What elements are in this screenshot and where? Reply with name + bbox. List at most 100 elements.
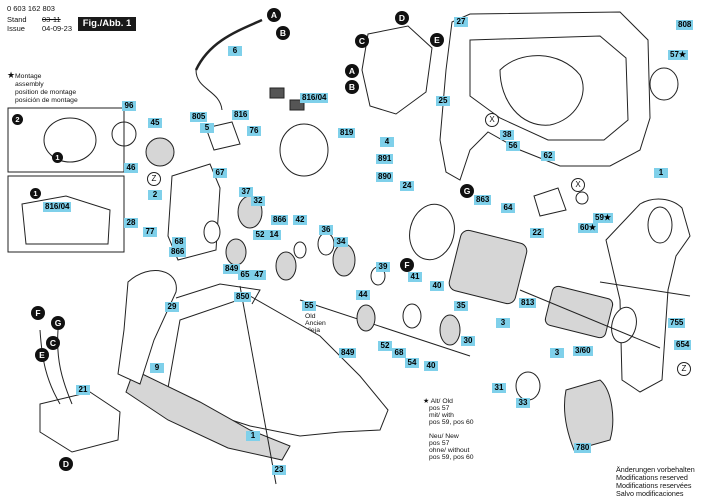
part-label: 77 bbox=[143, 227, 157, 237]
lead-wire-drawing bbox=[39, 329, 61, 405]
part-label: 21 bbox=[76, 385, 90, 395]
figure-label: Fig./Abb. 1 bbox=[78, 17, 136, 31]
alt-line: Old bbox=[305, 313, 316, 320]
part-label: 34 bbox=[334, 237, 348, 247]
part-label: 64 bbox=[501, 203, 515, 213]
chuck-ring-drawing bbox=[515, 371, 541, 401]
part-label: 1 bbox=[246, 431, 260, 441]
footer-line: Modifications reservées bbox=[616, 481, 692, 490]
housing-inner-drawing bbox=[469, 35, 629, 141]
part-label: 76 bbox=[247, 126, 261, 136]
part-label: 6 bbox=[228, 46, 242, 56]
clamp-drawing bbox=[533, 187, 567, 217]
part-label: 816 bbox=[232, 110, 250, 120]
part-label: 23 bbox=[272, 465, 286, 475]
part-label: 55 bbox=[302, 301, 316, 311]
montage-star: ★ bbox=[7, 70, 16, 80]
issue-date: 04-09-23 bbox=[42, 24, 73, 33]
part-label: 3 bbox=[550, 348, 564, 358]
alt-line: Vieja bbox=[305, 327, 320, 334]
part-label: 60★ bbox=[578, 223, 599, 233]
depth-rod-drawing bbox=[599, 281, 691, 297]
part-label: 890 bbox=[376, 172, 394, 182]
part-label: 59★ bbox=[593, 213, 614, 223]
part-label: 9 bbox=[150, 363, 164, 373]
part-label: 30 bbox=[461, 336, 475, 346]
part-label: 849 bbox=[223, 264, 241, 274]
connector-c: C bbox=[46, 336, 60, 350]
part-label: 28 bbox=[124, 218, 138, 228]
handle-grip-drawing bbox=[117, 270, 177, 385]
issue-label: Issue bbox=[7, 24, 25, 33]
part-label: 3/60 bbox=[573, 346, 593, 356]
legend-line: pos 59, pos 60 bbox=[429, 454, 474, 461]
connector-f: F bbox=[400, 258, 414, 272]
connector-a: A bbox=[345, 64, 359, 78]
legend-line: pos 57 bbox=[429, 440, 450, 447]
part-label: 813 bbox=[519, 298, 537, 308]
connector-c: C bbox=[355, 34, 369, 48]
part-label: 40 bbox=[424, 361, 438, 371]
cable-drawing bbox=[195, 69, 223, 111]
connector-e: E bbox=[35, 348, 49, 362]
part-label: 54 bbox=[405, 358, 419, 368]
stand-label: Stand bbox=[7, 15, 27, 24]
part-label: 808 bbox=[676, 20, 694, 30]
auxiliary-handle-drawing bbox=[605, 198, 691, 393]
part-label: 850 bbox=[234, 292, 252, 302]
part-label: 25 bbox=[436, 96, 450, 106]
montage-step-2: 2 bbox=[12, 114, 23, 125]
carbon-brush-drawing bbox=[289, 99, 305, 111]
connector-f: F bbox=[31, 306, 45, 320]
part-label: 654 bbox=[674, 340, 692, 350]
montage-line: assembly bbox=[15, 81, 44, 88]
part-label: 42 bbox=[293, 215, 307, 225]
part-label: 62 bbox=[541, 151, 555, 161]
brush-holder-drawing bbox=[409, 203, 455, 261]
connector-d: D bbox=[59, 457, 73, 471]
fan-guard-drawing bbox=[649, 67, 679, 101]
legend-line: pos 59, pos 60 bbox=[429, 419, 474, 426]
document-number: 0 603 162 803 bbox=[7, 4, 55, 13]
part-label: 29 bbox=[165, 302, 179, 312]
connector-d: D bbox=[395, 11, 409, 25]
connector-g: G bbox=[51, 316, 65, 330]
montage-line: posición de montage bbox=[15, 97, 78, 104]
cover-drawing bbox=[145, 137, 175, 167]
legend-line: ★ Alt/ Old bbox=[423, 398, 453, 405]
part-label: 816/04 bbox=[300, 93, 329, 103]
part-label: 755 bbox=[668, 318, 686, 328]
montage-inset-frame bbox=[7, 107, 125, 173]
connector-g: G bbox=[460, 184, 474, 198]
part-label: 22 bbox=[530, 228, 544, 238]
part-label: 44 bbox=[356, 290, 370, 300]
chuck-drawing bbox=[563, 379, 614, 451]
spindle-drawing bbox=[299, 299, 471, 357]
circlip-drawing bbox=[575, 191, 589, 205]
part-label: 52 bbox=[253, 230, 267, 240]
washer-drawing bbox=[293, 241, 307, 259]
part-label: 24 bbox=[400, 181, 414, 191]
handle-ring-drawing bbox=[647, 206, 673, 244]
legend-line: pos 57 bbox=[429, 405, 450, 412]
montage-part-drawing bbox=[43, 117, 97, 163]
cable-drawing bbox=[194, 18, 263, 71]
part-label: 27 bbox=[454, 17, 468, 27]
part-label: 816/04 bbox=[43, 202, 72, 212]
part-label: 68 bbox=[172, 237, 186, 247]
part-label: 52 bbox=[378, 341, 392, 351]
part-label: 35 bbox=[454, 301, 468, 311]
part-label: 45 bbox=[148, 118, 162, 128]
part-label: 891 bbox=[376, 154, 394, 164]
part-label: 1 bbox=[654, 168, 668, 178]
part-label: 31 bbox=[492, 383, 506, 393]
electronic-module-drawing bbox=[361, 25, 433, 115]
montage-line: Montage bbox=[15, 73, 42, 80]
part-label: 40 bbox=[430, 281, 444, 291]
legend-line: mit/ with bbox=[429, 412, 454, 419]
part-label: 5 bbox=[200, 123, 214, 133]
footer-line: Änderungen vorbehalten bbox=[616, 465, 695, 474]
part-label: 56 bbox=[506, 141, 520, 151]
armature-fan-drawing bbox=[611, 306, 637, 344]
